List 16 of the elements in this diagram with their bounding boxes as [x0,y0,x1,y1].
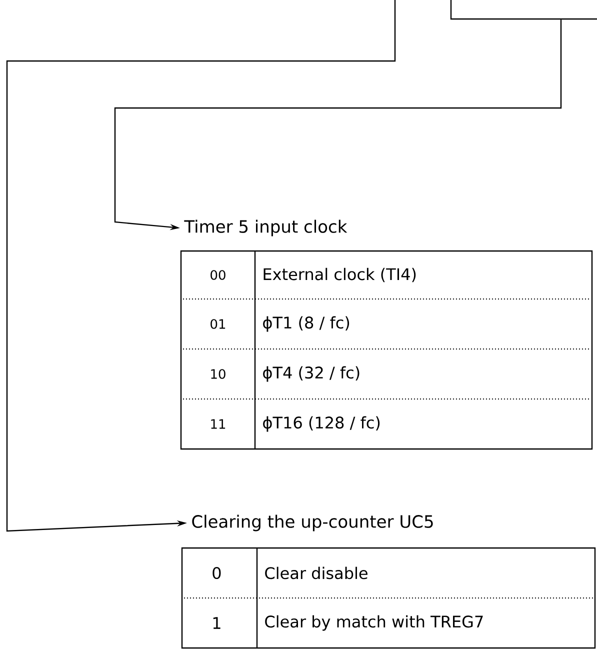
heading: Timer 5 input clock [184,220,348,236]
table-cell: ϕT16 (128 / fc) [263,416,380,432]
table-cell: 00 [210,270,226,280]
table-cell: 01 [210,319,226,329]
register-box [450,0,597,20]
table-cell: External clock (TI4) [264,268,416,282]
table-cell: ϕT4 (32 / fc) [263,366,360,382]
heading: Clearing the up-counter UC5 [192,514,433,532]
table-cell: ϕT1 (8 / fc) [263,316,350,332]
table-cell: 1 [213,617,220,629]
table-cell: 11 [211,419,226,429]
table-cell: Clear disable [265,566,368,580]
table-cell: 0 [212,566,221,580]
arrow [6,0,396,532]
table-cell: Clear by match with TREG7 [265,615,483,631]
table-cell: 10 [211,369,226,379]
